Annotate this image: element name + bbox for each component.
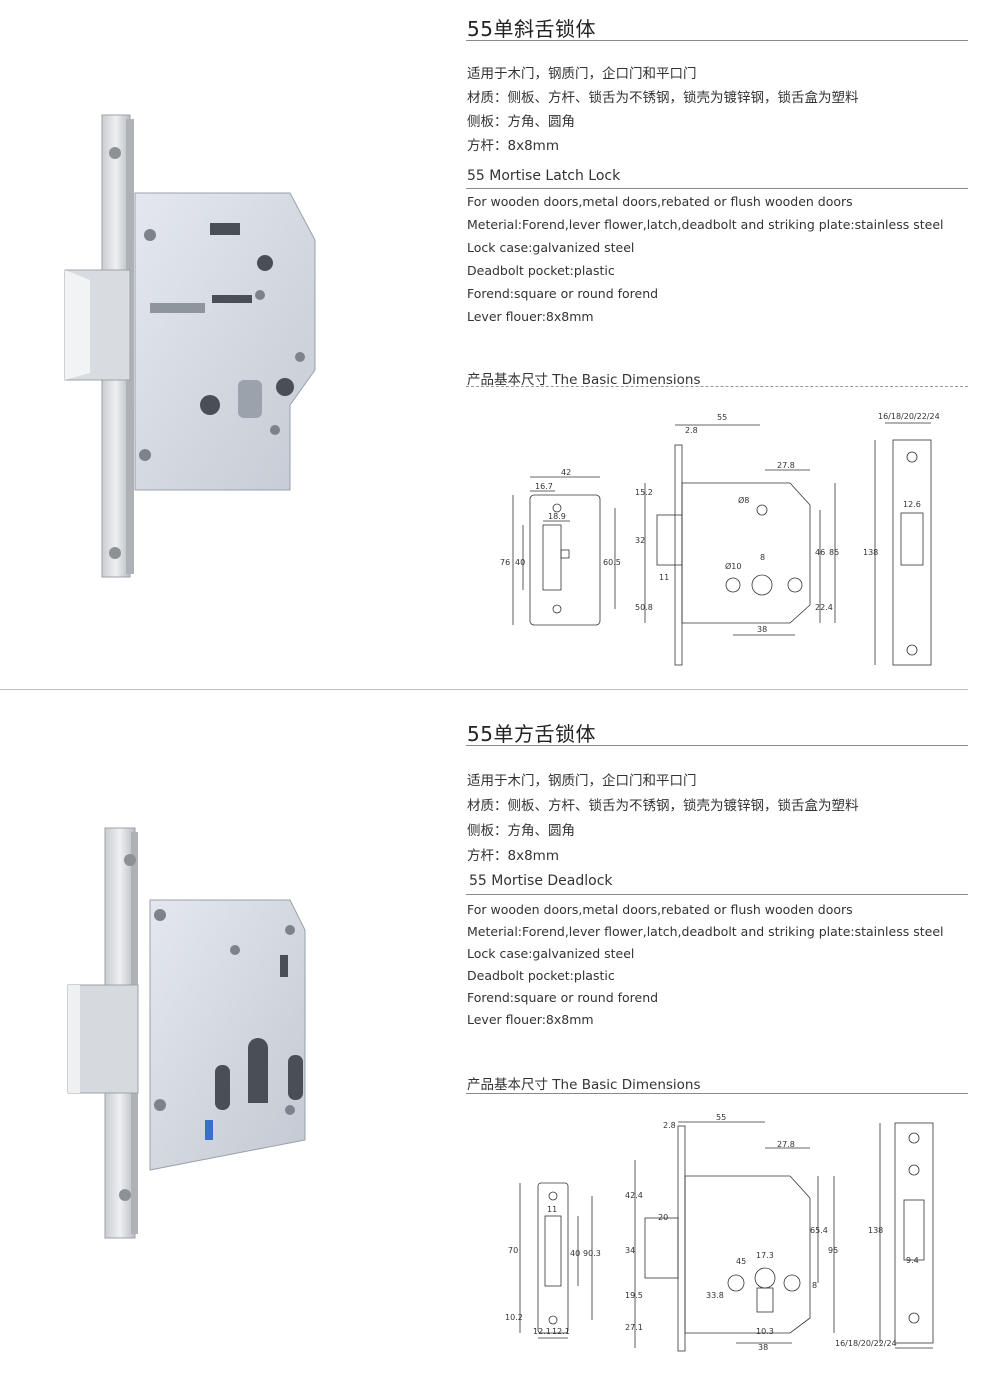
en-spec-line: Forend:square or round forend (467, 286, 659, 301)
label: 27.8 (777, 461, 795, 470)
cn-spec-line: 侧板：方角、圆角 (467, 114, 575, 130)
latch-lock-photo-illustration (64, 114, 316, 578)
label: 38 (757, 625, 767, 634)
label: 22.4 (815, 603, 833, 612)
label: 33.8 (706, 1291, 724, 1300)
product-title: 55单方舌锁体 (467, 722, 596, 746)
label: 10.2 (505, 1313, 523, 1322)
label: 15.2 (635, 488, 653, 497)
section-divider (0, 689, 968, 690)
en-spec-line: Lever flouer:8x8mm (467, 309, 594, 324)
cn-spec-line: 适用于木门，钢质门，企口门和平口门 (467, 66, 697, 82)
cn-spec-line: 侧板：方角、圆角 (467, 823, 575, 839)
label: 40 (570, 1249, 580, 1258)
dimension-drawing-latch-lock: 42 16.7 18.9 76 40 60.5 55 2.8 27.8 15.2… (500, 412, 940, 666)
label: 2.8 (663, 1121, 676, 1130)
cn-spec-line: 方杆：8x8mm (467, 848, 559, 864)
label: 55 (716, 1113, 726, 1122)
cn-spec-line: 方杆：8x8mm (467, 138, 559, 154)
title-underline (466, 745, 968, 746)
dimensions-underline (466, 386, 968, 387)
label: 138 (863, 548, 878, 557)
en-product-title: 55 Mortise Latch Lock (467, 168, 621, 184)
label: 27.1 (625, 1323, 643, 1332)
label: 20 (658, 1213, 668, 1222)
label: 38 (758, 1343, 768, 1352)
en-title-underline (466, 188, 968, 189)
label: Ø8 (738, 495, 749, 505)
label: 11 (659, 573, 669, 582)
dimension-drawing-deadlock: 11 70 40 90.3 10.2 12.1 12.1 2.8 55 27.8… (505, 1113, 934, 1352)
en-spec-line: For wooden doors,metal doors,rebated or … (467, 194, 853, 209)
label: 12.1 (552, 1327, 570, 1336)
en-spec-line: Lock case:galvanized steel (467, 946, 635, 961)
en-spec-line: Meterial:Forend,lever flower,latch,deadb… (467, 924, 944, 939)
label: 17.3 (756, 1251, 774, 1260)
product-photo-latch-lock (60, 105, 360, 580)
product-title: 55单斜舌锁体 (467, 17, 596, 41)
label: 9.4 (906, 1256, 919, 1265)
label: 16.7 (535, 482, 553, 491)
strike-plate-drawing (519, 1182, 593, 1339)
en-spec-line: Deadbolt pocket:plastic (467, 968, 615, 983)
label: 65.4 (810, 1226, 828, 1235)
label: 55 (717, 413, 727, 422)
label: 45 (736, 1257, 746, 1266)
label: 46 (815, 548, 825, 557)
label: 76 (500, 558, 510, 567)
label: 95 (828, 1246, 838, 1255)
forend-drawing (874, 422, 932, 666)
lock-case-drawing (644, 424, 836, 666)
label: 40 (515, 558, 525, 567)
product-photo-deadlock (60, 820, 360, 1240)
lock-case-drawing (634, 1121, 835, 1352)
dimensions-title: 产品基本尺寸 The Basic Dimensions (467, 1077, 701, 1093)
label: 90.3 (583, 1249, 601, 1258)
label: Ø10 (725, 561, 741, 571)
en-spec-list: For wooden doors,metal doors,rebated or … (467, 190, 944, 328)
dimensions-title: 产品基本尺寸 The Basic Dimensions (467, 372, 701, 388)
label: 2.8 (685, 426, 698, 435)
label: 32 (635, 536, 645, 545)
label: 11 (547, 1205, 557, 1214)
label: 8 (812, 1281, 817, 1290)
label: 18.9 (548, 512, 566, 521)
cn-spec-list: 适用于木门，钢质门，企口门和平口门 材质：侧板、方杆、锁舌为不锈钢，锁壳为镀锌钢… (467, 769, 859, 869)
label: 70 (508, 1246, 518, 1255)
strike-plate-drawing (512, 476, 616, 626)
en-product-title: 55 Mortise Deadlock (469, 873, 613, 889)
en-spec-line: Lever flouer:8x8mm (467, 1012, 594, 1027)
label: 8 (760, 553, 765, 562)
label: 16/18/20/22/24 (878, 412, 940, 421)
cn-spec-line: 材质：侧板、方杆、锁舌为不锈钢，锁壳为镀锌钢，锁舌盒为塑料 (467, 798, 859, 814)
en-spec-line: Lock case:galvanized steel (467, 240, 635, 255)
deadlock-photo-illustration (67, 827, 306, 1239)
label: 42.4 (625, 1191, 643, 1200)
en-spec-list: For wooden doors,metal doors,rebated or … (467, 899, 944, 1031)
label: 19.5 (625, 1291, 643, 1300)
label: 42 (561, 468, 571, 477)
label: 50.8 (635, 603, 653, 612)
label: 85 (829, 548, 839, 557)
label: 34 (625, 1246, 635, 1255)
en-spec-line: For wooden doors,metal doors,rebated or … (467, 902, 853, 917)
label: 138 (868, 1226, 883, 1235)
en-spec-line: Forend:square or round forend (467, 990, 659, 1005)
label: 16/18/20/22/24 (835, 1339, 897, 1348)
en-spec-line: Deadbolt pocket:plastic (467, 263, 615, 278)
cn-spec-line: 材质：侧板、方杆、锁舌为不锈钢，锁壳为镀锌钢，锁舌盒为塑料 (467, 90, 859, 106)
en-title-underline (466, 894, 968, 895)
label: 12.6 (903, 500, 921, 509)
label: 27.8 (777, 1140, 795, 1149)
dimensions-underline (466, 1093, 968, 1094)
label: 12.1 (533, 1327, 551, 1336)
label: 60.5 (603, 558, 621, 567)
cn-spec-list: 适用于木门，钢质门，企口门和平口门 材质：侧板、方杆、锁舌为不锈钢，锁壳为镀锌钢… (467, 62, 859, 158)
label: 10.3 (756, 1327, 774, 1336)
en-spec-line: Meterial:Forend,lever flower,latch,deadb… (467, 217, 944, 232)
forend-drawing (879, 1122, 934, 1349)
title-underline (466, 40, 968, 41)
cn-spec-line: 适用于木门，钢质门，企口门和平口门 (467, 773, 697, 789)
